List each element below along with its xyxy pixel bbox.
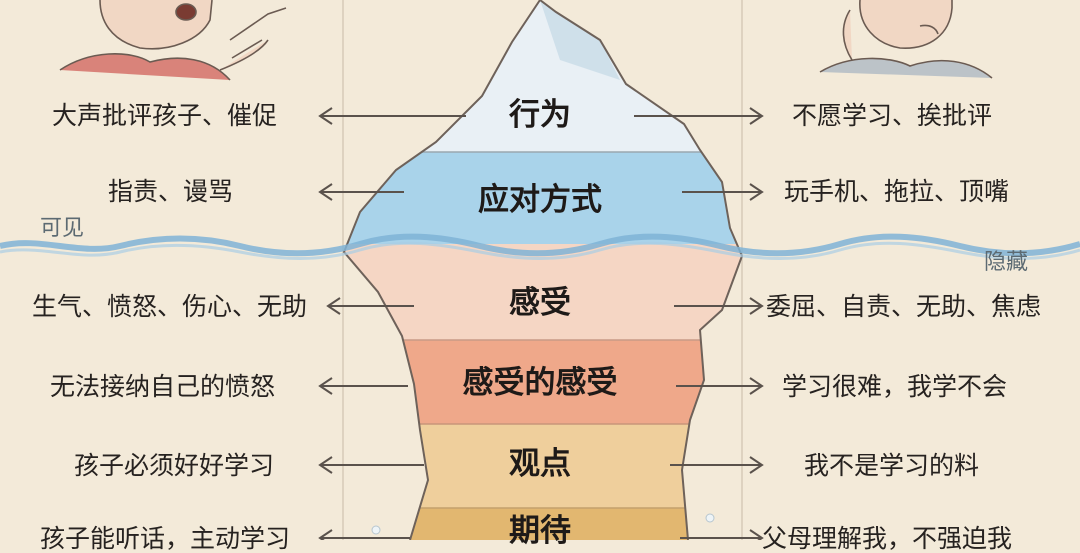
layer-title-perceptions: 观点 — [509, 446, 571, 482]
angry-parent-illustration — [59, 0, 287, 81]
arrow-right-3-head — [749, 377, 764, 395]
arrow-left-3-head — [318, 377, 333, 395]
child-label-feelings: 委屈、自责、无助、焦虑 — [766, 292, 1042, 321]
parent-label-feelings: 生气、愤怒、伤心、无助 — [32, 292, 308, 321]
zone-label-hidden: 隐藏 — [984, 250, 1029, 275]
bubble — [705, 513, 715, 523]
child-label-expectations: 父母理解我，不强迫我 — [762, 524, 1013, 553]
parent-label-perceptions: 孩子必须好好学习 — [74, 451, 275, 480]
arrow-right-0-head — [749, 107, 764, 125]
arrow-right-2-head — [749, 297, 764, 315]
layer-title-feelings: 感受 — [509, 285, 571, 321]
crying-child-illustration — [819, 0, 993, 79]
child-label-coping: 玩手机、拖拉、顶嘴 — [784, 177, 1010, 206]
arrow-left-4-head — [318, 456, 333, 474]
layer-band-tip-shade — [540, 0, 620, 80]
parent-label-coping: 指责、谩骂 — [108, 177, 234, 206]
connector-arrows — [318, 107, 764, 540]
parent-label-behavior: 大声批评孩子、催促 — [52, 101, 278, 130]
arrow-left-2-head — [326, 297, 341, 315]
child-label-perceptions: 我不是学习的料 — [804, 451, 980, 480]
water-line-shadow — [0, 241, 1080, 260]
arrow-right-4-head — [749, 456, 764, 474]
layer-title-coping: 应对方式 — [478, 182, 602, 218]
child-label-feelings-about-feelings: 学习很难，我学不会 — [782, 372, 1008, 401]
iceberg-outline — [342, 0, 744, 540]
arrow-right-1-head — [749, 183, 764, 201]
iceberg-illustration — [0, 0, 1080, 540]
arrow-left-0-head — [318, 107, 333, 125]
layer-title-feelings-about-feelings: 感受的感受 — [462, 365, 618, 401]
arrow-left-1-head — [318, 183, 333, 201]
child-label-behavior: 不愿学习、挨批评 — [792, 101, 993, 130]
bubble — [371, 525, 381, 535]
layer-title-behavior: 行为 — [509, 97, 571, 133]
arrow-right-5-head — [749, 529, 764, 540]
parent-label-feelings-about-feelings: 无法接纳自己的愤怒 — [50, 372, 276, 401]
arrow-left-5-head — [318, 529, 333, 540]
layer-band-coping — [344, 152, 742, 244]
water-line — [0, 233, 1080, 257]
layer-band-feelings — [344, 244, 742, 340]
layer-title-expectations: 期待 — [509, 513, 571, 549]
zone-label-visible: 可见 — [40, 216, 85, 241]
parent-label-expectations: 孩子能听话，主动学习 — [40, 524, 291, 553]
